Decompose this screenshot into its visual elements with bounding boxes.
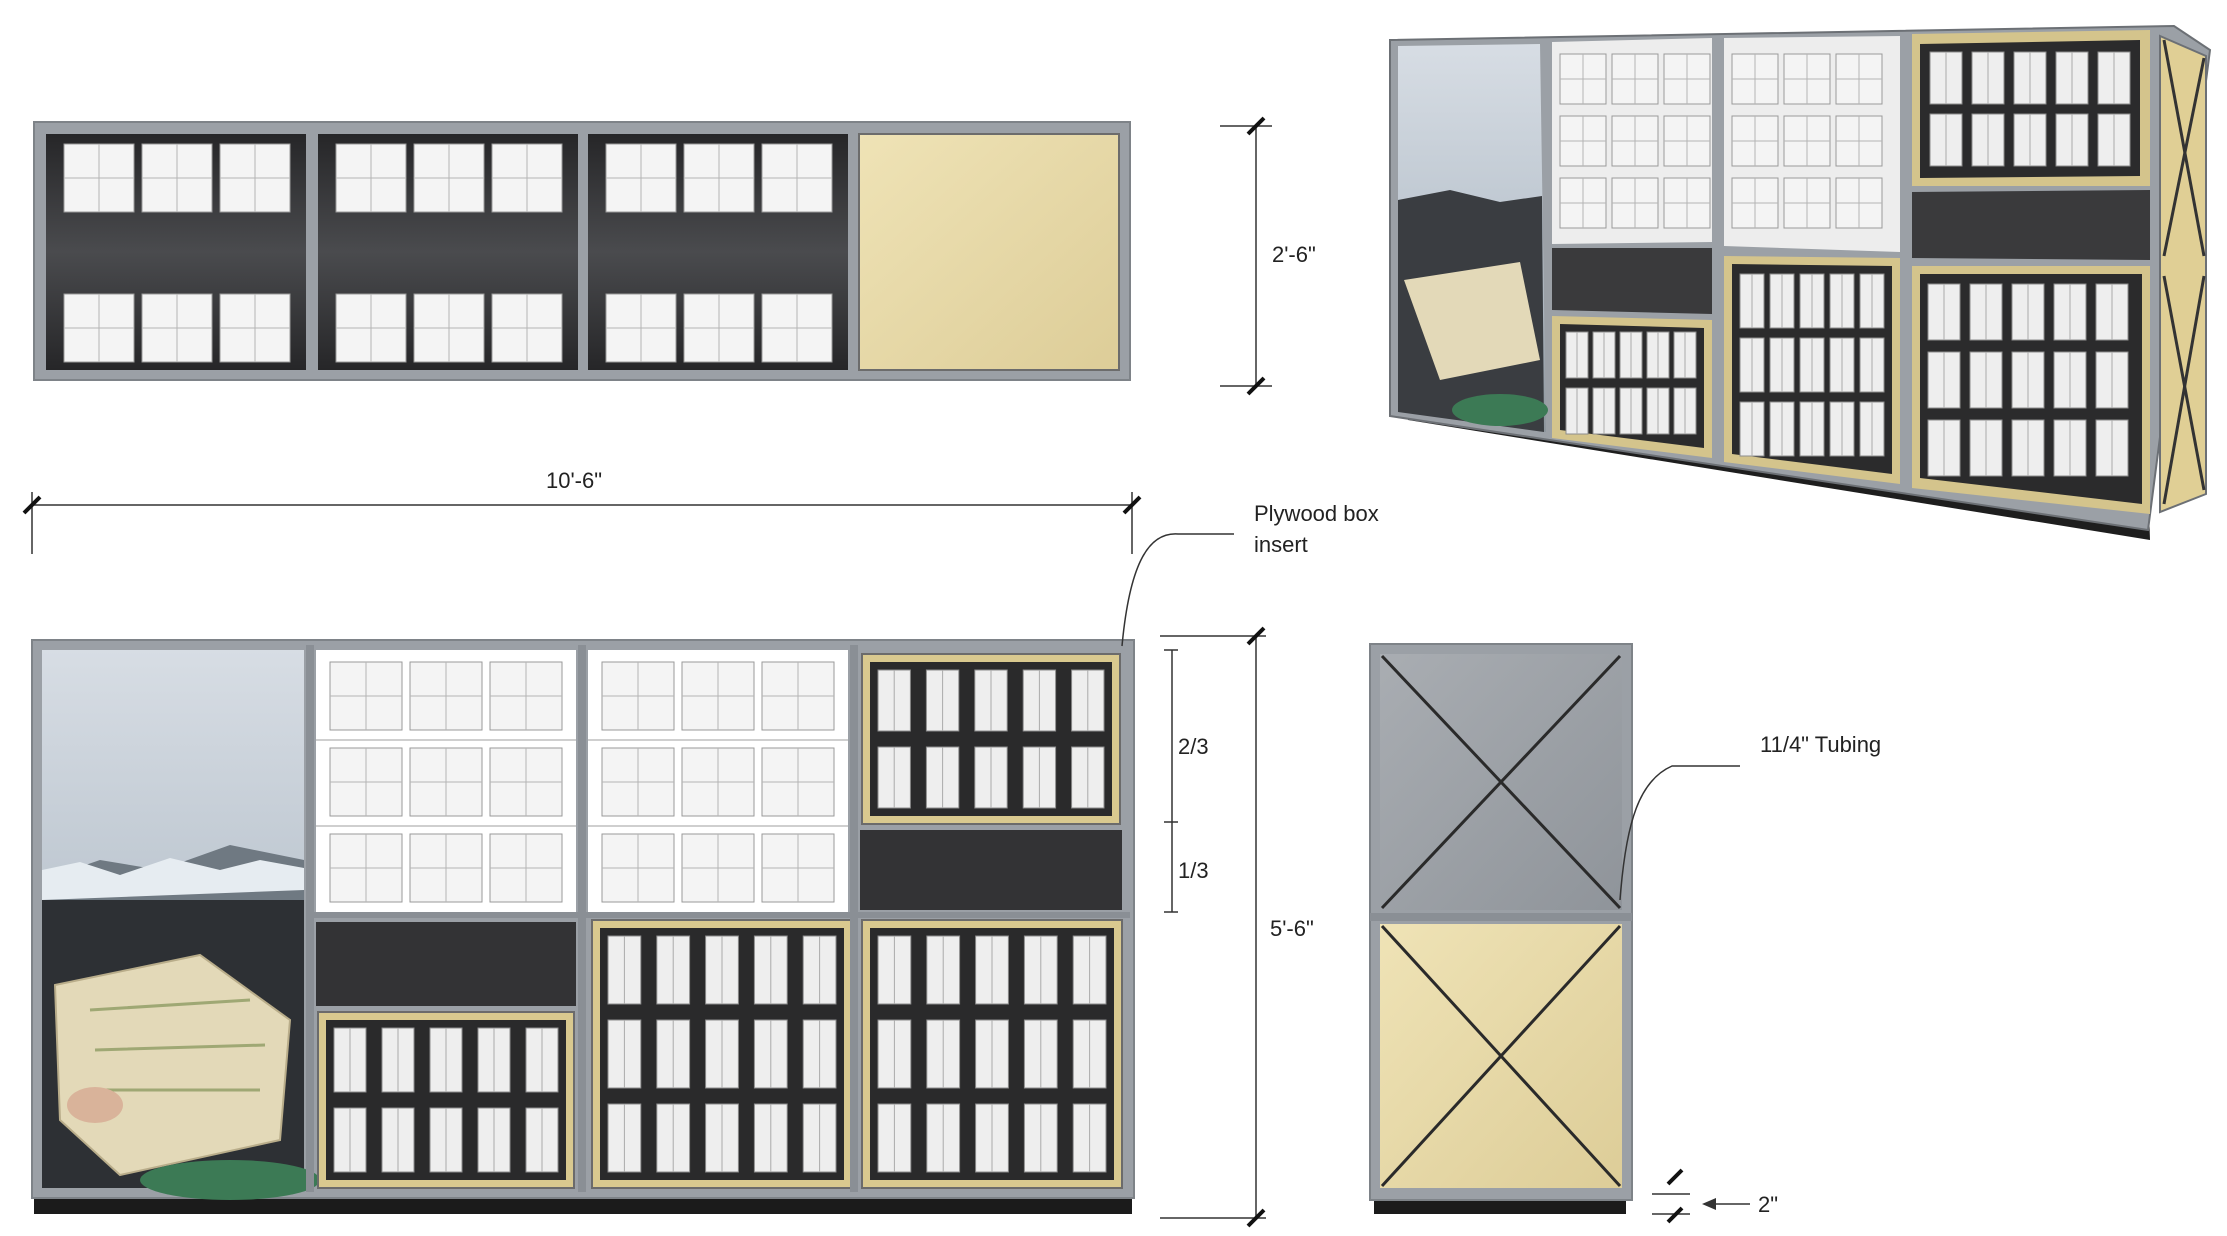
front-elevation [31, 639, 1135, 1214]
width-label: 10'-6" [546, 468, 602, 493]
plan-view [33, 121, 1131, 381]
tubing-label: 11/4" Tubing [1760, 732, 1881, 757]
tubing-note: 11/4" Tubing [1619, 732, 1881, 901]
elevation-dark-panel-left [316, 922, 576, 1006]
plywood-note: Plywood box insert [1121, 501, 1379, 647]
photo-panel [42, 650, 320, 1200]
plan-plywood-panel [858, 133, 1120, 371]
elevation-dark-panel-right [860, 830, 1122, 910]
side-elevation [1369, 643, 1633, 1214]
plywood-note-line2: insert [1254, 532, 1308, 557]
perspective-view [1389, 24, 2212, 540]
height-dimension: 5'-6" [1160, 626, 1314, 1228]
width-dimension: 10'-6" [22, 468, 1142, 554]
lower-ratio-label: 1/3 [1178, 858, 1209, 883]
base-dimension: 2" [1652, 1168, 1778, 1224]
depth-dimension: 2'-6" [1220, 116, 1316, 396]
ratio-dimensions: 2/3 1/3 [1164, 649, 1209, 913]
depth-label: 2'-6" [1272, 242, 1316, 267]
side-base [1374, 1198, 1626, 1214]
base-height-label: 2" [1758, 1192, 1778, 1217]
plywood-note-line1: Plywood box [1254, 501, 1379, 526]
upper-ratio-label: 2/3 [1178, 734, 1209, 759]
height-label: 5'-6" [1270, 916, 1314, 941]
elevation-base [34, 1196, 1132, 1214]
